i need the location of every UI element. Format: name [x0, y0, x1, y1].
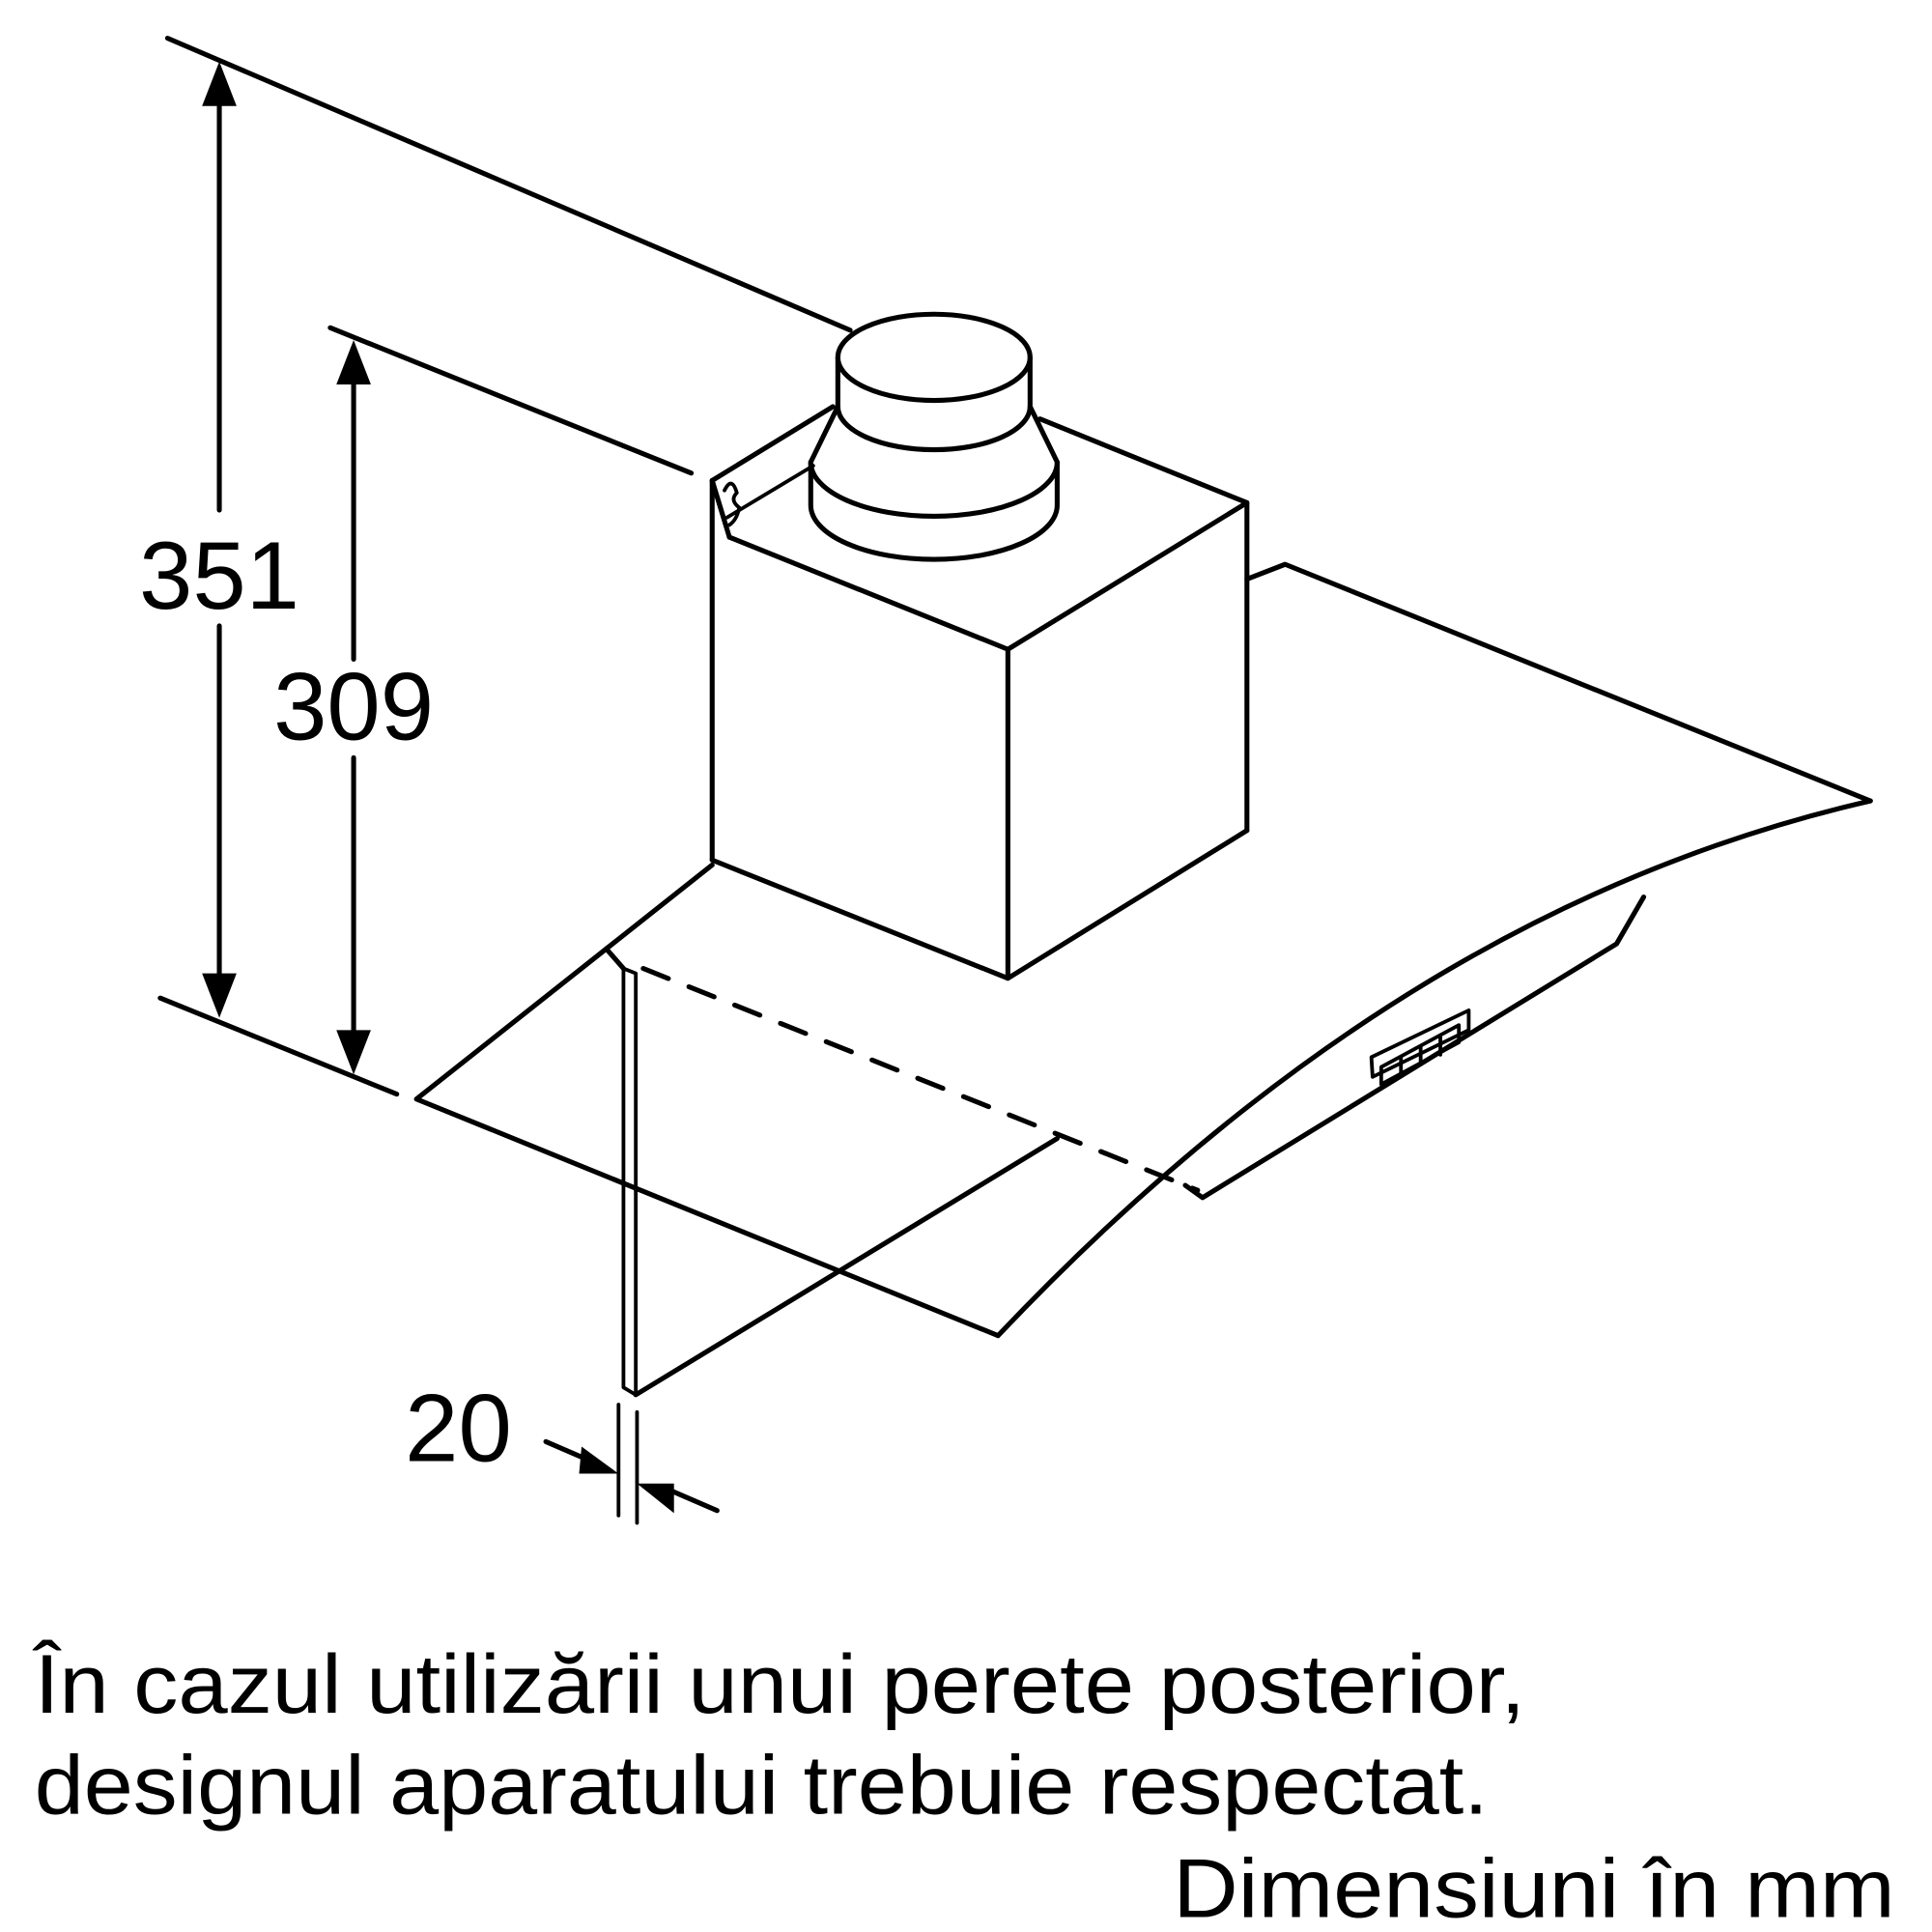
- arrow-down-icon: [336, 1030, 371, 1075]
- arrow-left-icon: [637, 1483, 674, 1514]
- arrow-up-icon: [202, 61, 237, 106]
- dimension-label-20: 20: [405, 1376, 512, 1483]
- caption-line-1: În cazul utilizării unui perete posterio…: [33, 1637, 1525, 1731]
- control-panel: [1369, 1009, 1471, 1087]
- glass-panel-edge: [621, 966, 639, 1397]
- units-note: Dimensiuni în mm: [1173, 1842, 1894, 1932]
- arrow-right-icon: [579, 1446, 619, 1474]
- dimension-label-351: 351: [139, 523, 299, 630]
- caption: În cazul utilizării unui perete posterio…: [33, 1637, 1895, 1932]
- dimension-label-309: 309: [273, 653, 434, 760]
- chimney-box: [709, 404, 1250, 981]
- screw-clip-icon: [723, 481, 742, 527]
- extension-lines: [157, 35, 853, 1097]
- arrow-down-icon: [202, 973, 237, 1018]
- caption-line-2: designul aparatului trebuie respectat.: [35, 1739, 1489, 1833]
- dimension-309: 309: [273, 340, 434, 1075]
- dimension-351: 351: [139, 61, 299, 1018]
- duct-collar: [808, 311, 1060, 562]
- dimension-20: 20: [405, 1376, 720, 1525]
- arrow-up-icon: [336, 340, 371, 384]
